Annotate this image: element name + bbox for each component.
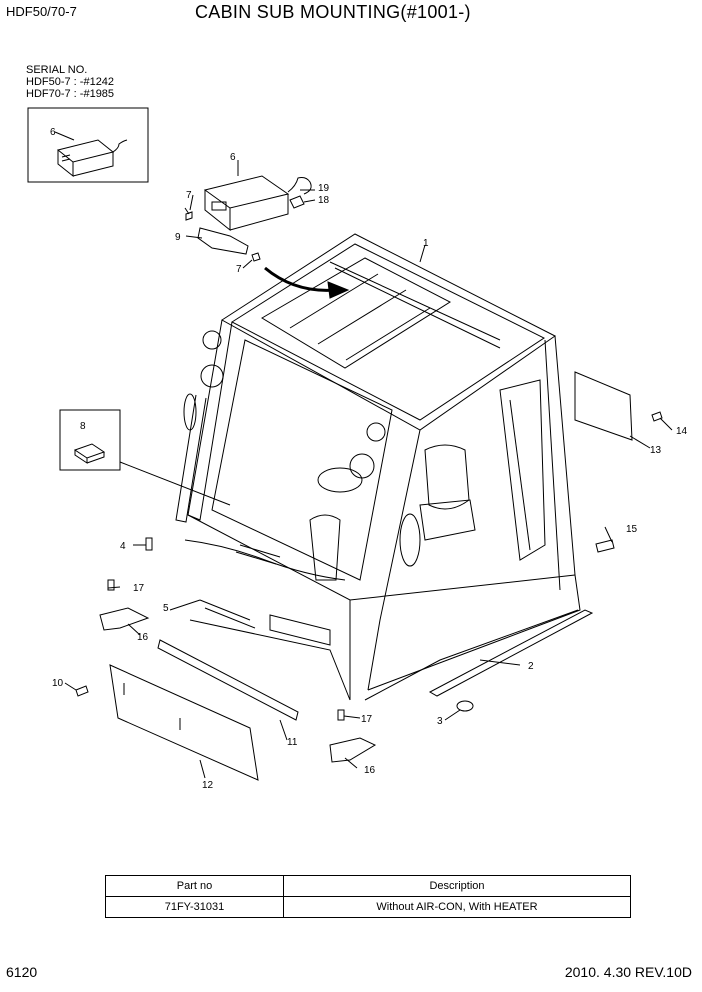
connector-18 [289,195,305,209]
callout-9: 9 [175,232,181,243]
callout-16: 16 [137,632,149,643]
callout-17: 17 [361,714,373,725]
serial-heading: SERIAL NO. [26,64,88,76]
callout-4: 4 [120,541,126,552]
revision-date: 2010. 4.30 REV.10D [564,964,692,980]
callout-14: 14 [676,426,688,437]
rocker-switch-icon [73,443,106,464]
table-row: 71FY-31031 Without AIR-CON, With HEATER [105,896,631,918]
bolt-17b [337,709,345,721]
strip-2 [428,609,594,697]
cap-3 [456,700,474,712]
bolt-4 [145,537,153,551]
serial-line: HDF70-7 : -#1985 [26,88,115,100]
serial-line: HDF50-7 : -#1242 [26,76,115,88]
callout-1: 1 [423,238,429,249]
pad-15 [595,539,615,553]
col-part-no: Part no [105,875,284,897]
model-label: HDF50/70-7 [6,4,77,19]
radio-inset-box [27,107,149,183]
plate-11 [157,639,299,721]
callout-10: 10 [52,678,64,689]
table-header-row: Part no Description [105,875,631,897]
mount-arrow [264,266,336,292]
serial-note: SERIAL NO. HDF50-7 : -#1242 HDF70-7 : -#… [26,64,114,100]
bolt-7b [251,252,261,262]
description-cell: Without AIR-CON, With HEATER [283,896,631,918]
panel-12 [109,664,259,781]
bolt-7a [184,207,193,221]
leader-8 [119,461,231,506]
callout-6: 6 [230,152,236,163]
callout-16: 16 [364,765,376,776]
switch-inset-box [59,409,121,471]
bolt-17a [107,579,115,591]
page-title: CABIN SUB MOUNTING(#1001-) [195,2,471,22]
callout-15: 15 [626,524,638,535]
callout-12: 12 [202,780,214,791]
bracket-16a [99,607,150,631]
callout-7: 7 [236,264,242,275]
col-description: Description [283,875,631,897]
bracket-16b [329,737,377,763]
callout-13: 13 [650,445,662,456]
radio-icon-inset [56,139,128,178]
callout-3: 3 [437,716,443,727]
bracket-9 [197,227,249,255]
parts-table: Part no Description 71FY-31031 Without A… [105,875,631,918]
cabin-frame [175,233,581,701]
callout-7: 7 [186,190,192,201]
bolt-14 [651,411,663,422]
page-number: 6120 [6,964,38,980]
callout-19: 19 [318,183,330,194]
radio-unit [203,175,290,232]
bolt-10 [75,685,89,697]
callout-11: 11 [287,737,298,748]
radio-wire [287,177,312,195]
callout-6-inset: 6 [50,127,56,138]
part-no-cell: 71FY-31031 [105,896,284,918]
callout-2: 2 [528,661,534,672]
callout-5: 5 [163,603,169,614]
callout-17: 17 [133,583,145,594]
panel-13 [574,371,633,441]
callout-18: 18 [318,195,330,206]
callout-8: 8 [80,421,86,432]
